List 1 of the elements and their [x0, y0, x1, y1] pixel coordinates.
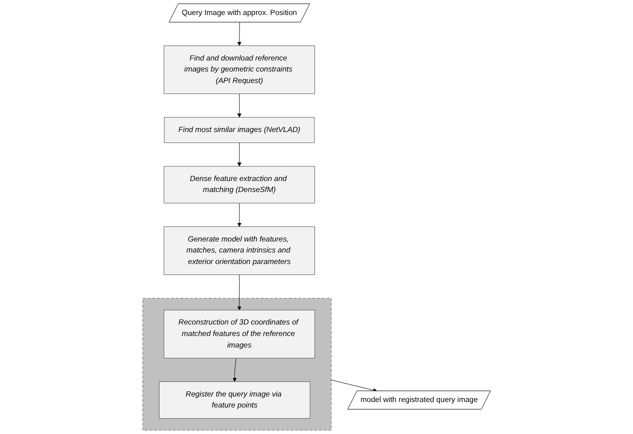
cluster — [142, 298, 332, 430]
